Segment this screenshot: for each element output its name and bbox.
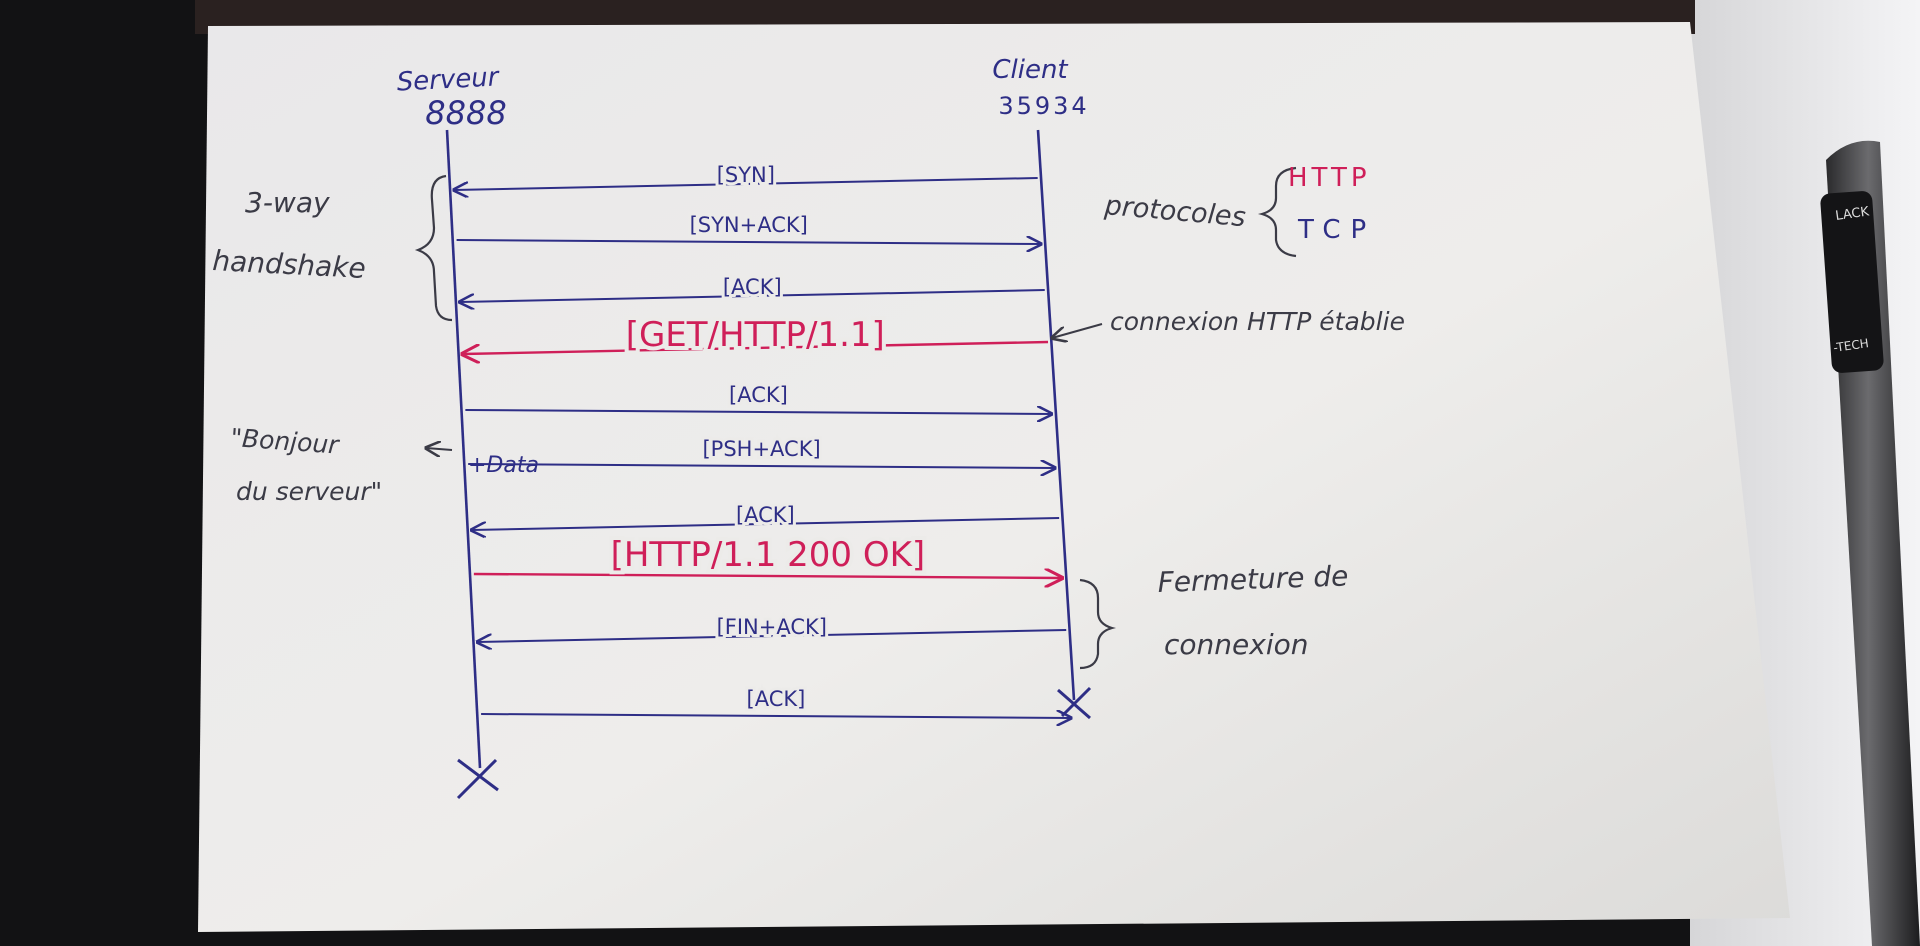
message-label-4: [GET/HTTP/1.1] bbox=[626, 315, 885, 355]
client-port: 35934 bbox=[998, 92, 1089, 120]
message-arrows: [SYN] [SYN+ACK] [ACK] [GET/HTTP/1.1] [ACK] [P… bbox=[454, 160, 1071, 718]
protocols-brace bbox=[1258, 166, 1297, 258]
data-quote-line2: du serveur" bbox=[236, 477, 382, 506]
handshake-text-line2: handshake bbox=[212, 244, 367, 285]
connection-established-arrow bbox=[1052, 323, 1103, 338]
pen: LACK -TECH bbox=[1820, 140, 1920, 946]
message-arrow-9 bbox=[477, 629, 1067, 642]
message-label-6: [PSH+ACK] bbox=[702, 437, 820, 461]
data-annotation: "Bonjour du serveur" +Data bbox=[230, 423, 539, 506]
client-lifeline bbox=[1036, 129, 1076, 701]
message-arrow-3 bbox=[460, 289, 1045, 302]
server-port: 8888 bbox=[425, 94, 506, 132]
handshake-text-line1: 3-way bbox=[245, 186, 330, 219]
paper-sheet bbox=[198, 22, 1790, 932]
handshake-brace bbox=[414, 174, 453, 322]
message-label-2: [SYN+ACK] bbox=[690, 213, 808, 237]
protocol-tcp: TCP bbox=[1297, 215, 1376, 245]
client-participant: Client 35934 bbox=[992, 55, 1089, 120]
message-label-8: [HTTP/1.1 200 OK] bbox=[611, 535, 926, 575]
server-lifeline-end-cross bbox=[456, 758, 499, 800]
message-arrow-10 bbox=[481, 714, 1071, 718]
message-label-3: [ACK] bbox=[723, 275, 782, 299]
connection-established-text: connexion HTTP établie bbox=[1110, 307, 1405, 336]
protocol-http: HTTP bbox=[1288, 163, 1371, 193]
closing-annotation: Fermeture de connexion bbox=[1079, 559, 1349, 670]
message-label-7: [ACK] bbox=[736, 503, 795, 527]
closing-text-line2: connexion bbox=[1164, 628, 1308, 661]
handshake-annotation: 3-way handshake bbox=[212, 174, 453, 322]
message-arrow-7 bbox=[472, 517, 1060, 530]
message-arrow-8 bbox=[473, 574, 1062, 578]
message-arrow-1 bbox=[454, 177, 1038, 190]
message-arrow-6 bbox=[468, 464, 1055, 468]
data-label: +Data bbox=[468, 453, 539, 478]
message-label-1: [SYN] bbox=[717, 163, 775, 187]
server-participant: Serveur 8888 bbox=[396, 62, 507, 132]
connection-established-annotation: connexion HTTP établie bbox=[1052, 307, 1405, 338]
closing-text-line1: Fermeture de bbox=[1157, 559, 1349, 599]
pen-brand-text-2: -TECH bbox=[1832, 336, 1869, 355]
message-arrow-5 bbox=[465, 410, 1051, 414]
message-label-9: [FIN+ACK] bbox=[717, 615, 827, 639]
data-arrow bbox=[426, 448, 453, 450]
server-name: Serveur bbox=[396, 62, 501, 97]
pen-brand-text-1: LACK bbox=[1834, 204, 1870, 224]
client-name: Client bbox=[992, 55, 1068, 85]
message-label-5: [ACK] bbox=[729, 383, 788, 407]
closing-brace bbox=[1079, 578, 1116, 670]
message-label-10: [ACK] bbox=[747, 687, 806, 711]
message-arrow-4 bbox=[462, 340, 1049, 354]
server-lifeline bbox=[445, 129, 482, 769]
message-arrow-2 bbox=[456, 240, 1041, 244]
